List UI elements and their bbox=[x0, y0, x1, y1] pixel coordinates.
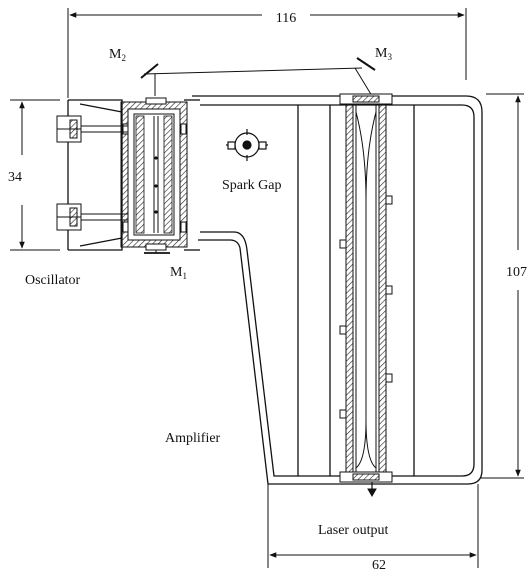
electrode-clamp-bottom bbox=[56, 203, 128, 231]
mirror-m3 bbox=[356, 57, 376, 71]
dimension-34-label: 34 bbox=[8, 170, 22, 185]
dimension-oscillator-height bbox=[10, 99, 60, 251]
laser-output-arrow bbox=[367, 482, 377, 498]
amplifier-tube-bolts bbox=[339, 195, 393, 419]
mirror-beam-path bbox=[143, 67, 373, 97]
dimension-107-label: 107 bbox=[506, 265, 527, 280]
electrode-clamp-top bbox=[56, 115, 128, 143]
amplifier-housing bbox=[192, 95, 483, 485]
mirror-m2 bbox=[140, 63, 159, 79]
oscillator-cavity bbox=[120, 97, 188, 251]
dimension-116-label: 116 bbox=[276, 11, 296, 26]
amplifier-tube bbox=[339, 93, 393, 483]
dimension-bottom-width bbox=[267, 484, 479, 568]
m3-label: M3 bbox=[375, 46, 392, 62]
dimension-62-label: 62 bbox=[372, 558, 386, 571]
oscillator-label: Oscillator bbox=[25, 273, 81, 288]
spark-gap-symbol bbox=[226, 129, 268, 161]
dimension-top-width bbox=[67, 8, 467, 98]
dimension-total-height bbox=[480, 93, 524, 479]
amplifier-label: Amplifier bbox=[165, 431, 221, 446]
spark-gap-label: Spark Gap bbox=[222, 178, 282, 193]
laser-output-label: Laser output bbox=[318, 523, 388, 538]
m1-label: M1 bbox=[170, 265, 187, 281]
m2-label: M2 bbox=[109, 47, 126, 63]
